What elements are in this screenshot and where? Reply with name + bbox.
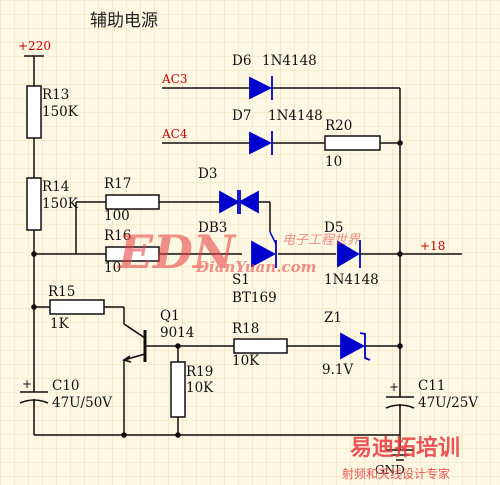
- scr-s1: [251, 240, 276, 268]
- q1-value: 9014: [160, 325, 194, 341]
- c11-plus-sign: +: [389, 380, 399, 394]
- c10-ref: C10: [52, 378, 80, 394]
- c10-plus-sign: +: [22, 377, 32, 391]
- d5-value: 1N4148: [324, 272, 379, 288]
- r17-value: 100: [104, 208, 130, 224]
- r18-ref: R18: [232, 321, 259, 337]
- capacitors: [19, 381, 415, 410]
- d6-value: 1N4148: [262, 53, 317, 69]
- diac-d3: [219, 190, 240, 214]
- resistor-bodies: [26, 85, 381, 418]
- r14-value: 150K: [42, 196, 79, 212]
- watermark-edn: EDN: [116, 225, 237, 279]
- net-vin-label: +220: [18, 39, 51, 53]
- r13-value: 150K: [42, 104, 79, 120]
- s1-value: BT169: [232, 290, 277, 306]
- r19-ref: R19: [186, 364, 213, 380]
- s1-ref: S1: [232, 272, 250, 288]
- resistor-r16: [105, 246, 160, 262]
- transistor-q1: [122, 323, 147, 363]
- junction-dots: [31, 140, 403, 438]
- d5-ref: D5: [324, 220, 343, 236]
- ground-symbol: [386, 440, 414, 461]
- watermark-site: DianYuan.com: [195, 258, 317, 276]
- net-ac3-label: AC3: [161, 72, 187, 86]
- r15-ref: R15: [48, 284, 75, 300]
- r18-value: 10K: [232, 353, 260, 369]
- diode-d7: [249, 131, 273, 155]
- c11-value: 47U/25V: [418, 395, 478, 411]
- r14-ref: R14: [42, 179, 69, 195]
- resistor-r17: [105, 194, 160, 210]
- resistor-r18: [233, 338, 288, 354]
- r15-value: 1K: [50, 316, 70, 332]
- watermark-brand: 易迪拓培训 射频和天线设计专家: [342, 435, 460, 481]
- capacitor-c11: [385, 390, 415, 410]
- capacitor-c10: [19, 381, 49, 407]
- r16-ref: R16: [104, 228, 131, 244]
- c11-ref: C11: [418, 378, 446, 394]
- r20-ref: R20: [325, 118, 352, 134]
- d3-ref: D3: [198, 166, 217, 182]
- resistor-r13: [26, 85, 42, 139]
- r16-value: 10: [104, 260, 121, 276]
- z1-ref: Z1: [324, 310, 342, 326]
- watermark-logo: EDN DianYuan.com 电子工程世界: [116, 225, 361, 279]
- watermark-brand-sub: 射频和天线设计专家: [342, 466, 450, 481]
- resistor-r19: [170, 361, 186, 418]
- net-ac4-label: AC4: [161, 127, 188, 141]
- r20-value: 10: [325, 154, 342, 170]
- c10-value: 47U/50V: [52, 395, 112, 411]
- watermark-site-cn: 电子工程世界: [282, 233, 361, 248]
- diagram-title: 辅助电源: [90, 11, 158, 31]
- watermark-brand-title: 易迪拓培训: [350, 435, 460, 461]
- resistor-r20: [324, 135, 381, 151]
- resistor-r14: [26, 177, 42, 231]
- net-vout-label: +18: [420, 239, 445, 253]
- q1-ref: Q1: [160, 308, 180, 324]
- r19-value: 10K: [186, 380, 214, 396]
- diode-d6: [249, 76, 273, 100]
- semiconductors: [219, 76, 371, 361]
- r13-ref: R13: [42, 87, 69, 103]
- diode-d5: [337, 240, 360, 268]
- d3-value: DB3: [198, 220, 227, 236]
- d6-ref: D6: [232, 53, 251, 69]
- d7-ref: D7: [232, 108, 251, 124]
- d7-value: 1N4148: [268, 108, 323, 124]
- net-gnd-label: GND: [375, 463, 405, 477]
- zener-z1: [340, 332, 365, 360]
- z1-value: 9.1V: [322, 362, 353, 378]
- resistor-r15: [49, 299, 105, 315]
- r17-ref: R17: [104, 176, 131, 192]
